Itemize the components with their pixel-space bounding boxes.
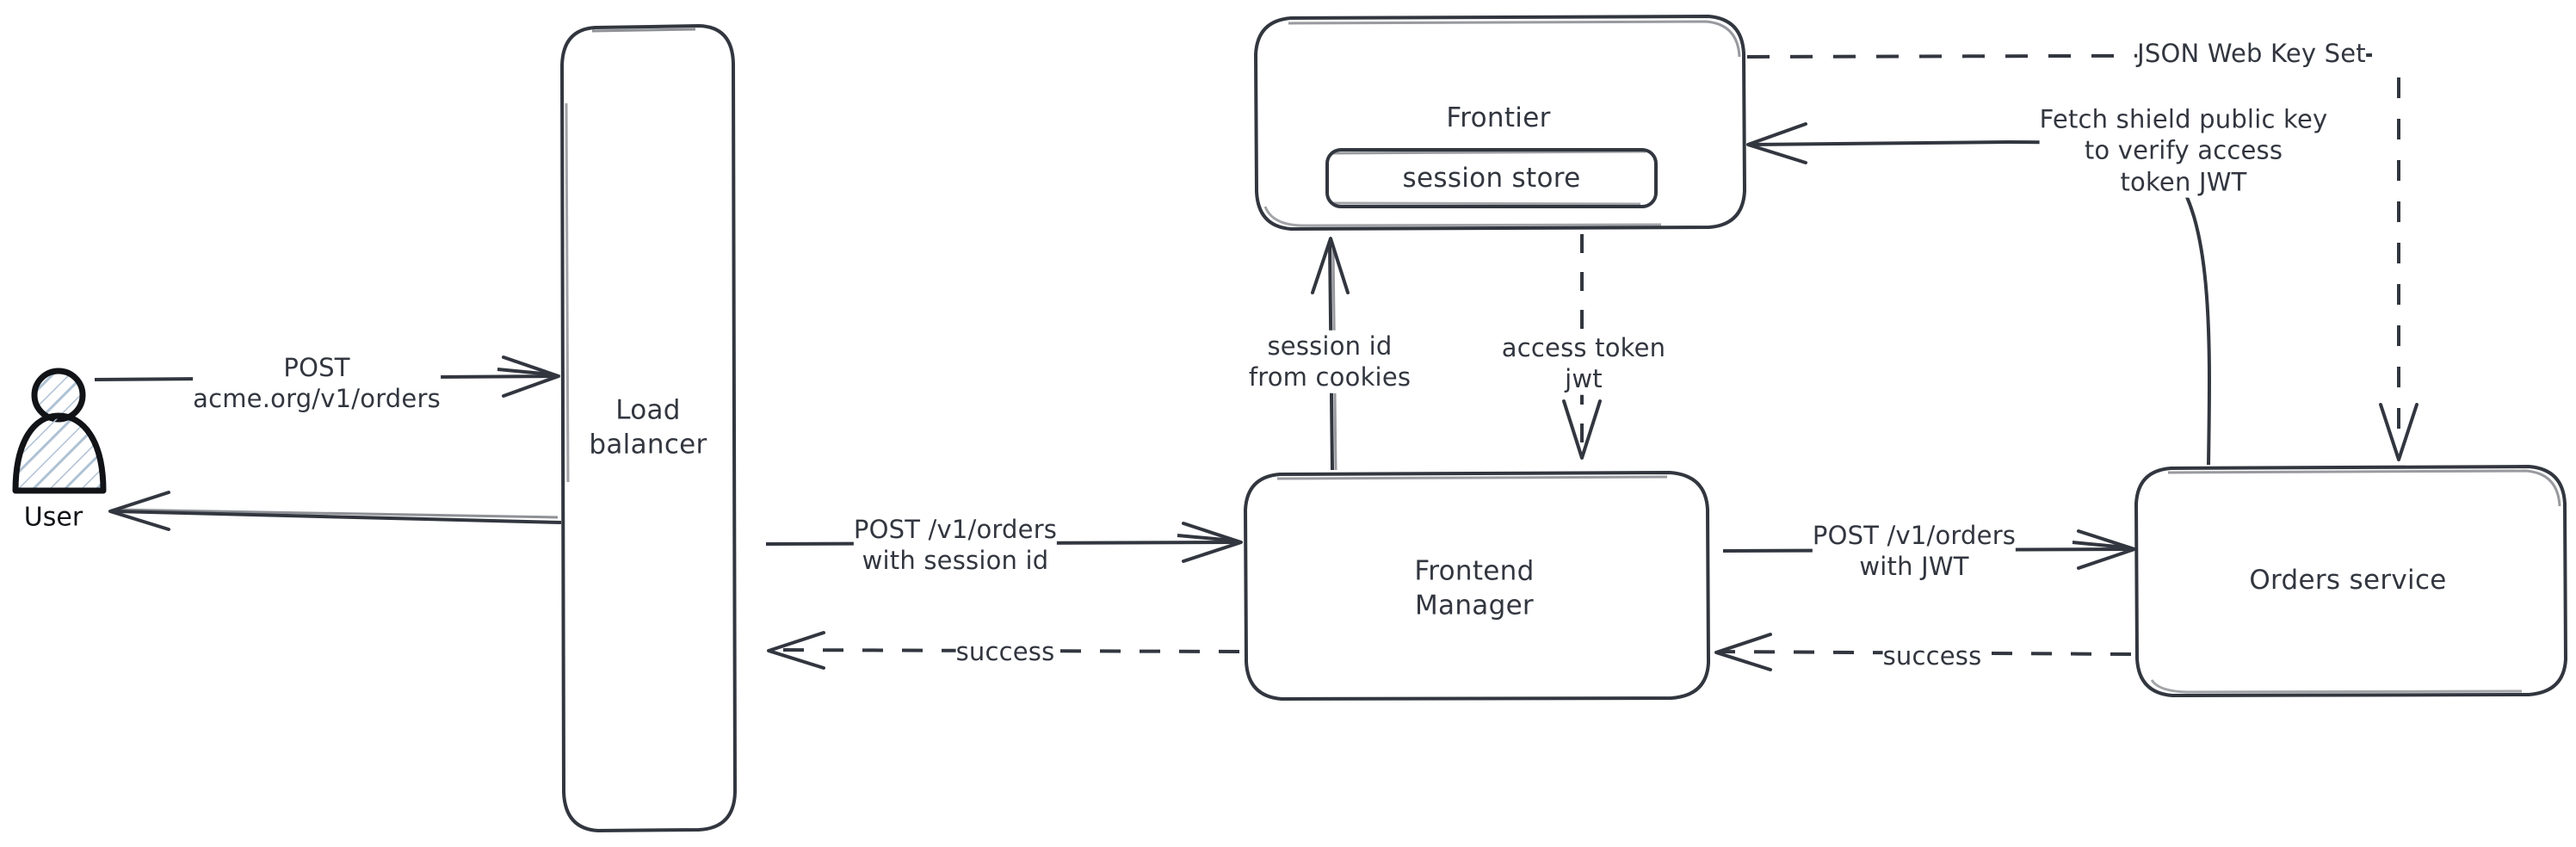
edge-frontier-to-fm bbox=[1562, 234, 1602, 460]
node-session-store[interactable] bbox=[1325, 148, 1658, 208]
edge-orders-to-frontier bbox=[1746, 122, 2211, 466]
edge-lb-to-user bbox=[108, 491, 562, 531]
node-load-balancer[interactable] bbox=[560, 24, 737, 832]
edge-fm-to-orders bbox=[1722, 529, 2136, 570]
node-user[interactable] bbox=[12, 368, 107, 494]
edge-frontier-to-orders bbox=[1746, 53, 2418, 461]
edge-fm-to-lb bbox=[767, 631, 1240, 670]
node-frontend-manager[interactable] bbox=[1244, 471, 1710, 701]
edge-orders-to-fm bbox=[1714, 633, 2132, 671]
edge-lb-to-fm bbox=[765, 522, 1243, 563]
edge-user-to-lb bbox=[94, 355, 560, 398]
edge-fm-to-frontier bbox=[1311, 237, 1350, 471]
node-orders-service[interactable] bbox=[2134, 465, 2567, 697]
